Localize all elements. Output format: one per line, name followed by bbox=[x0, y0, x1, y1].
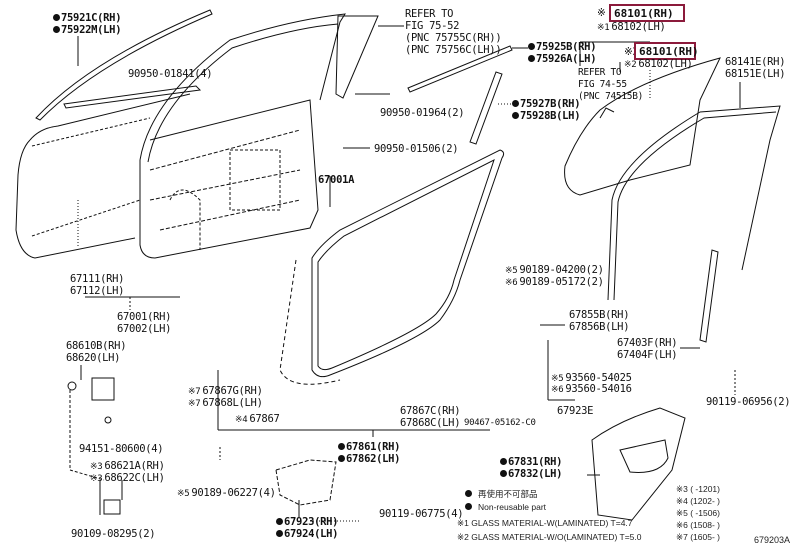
label-67861[interactable]: 67861(RH) bbox=[338, 441, 401, 453]
label-90109-08295[interactable]: 90109-08295(2) bbox=[71, 528, 156, 540]
inner-door-frame-part bbox=[139, 13, 346, 259]
legend-date-6: ※6 (1508- ) bbox=[676, 520, 720, 530]
refer-fig-74-55[interactable]: REFER TO FIG 74-55 (PNC 74515B) bbox=[578, 67, 644, 102]
label-67001A[interactable]: 67001A bbox=[318, 174, 355, 186]
nonreusable-dot-icon bbox=[338, 443, 345, 450]
legend-note-2: ※2 GLASS MATERIAL-W/O(LAMINATED) T=5.0 bbox=[457, 532, 642, 542]
belt-moulding-part bbox=[407, 45, 513, 93]
legend-nonreusable-en: Non-reusable part bbox=[465, 502, 546, 513]
label-90950-01964[interactable]: 90950-01964(2) bbox=[380, 107, 465, 119]
label-90119-06775[interactable]: 90119-06775(4) bbox=[379, 508, 464, 520]
label-67862[interactable]: 67862(LH) bbox=[338, 453, 401, 465]
outer-door-panel-part bbox=[15, 85, 202, 259]
label-94151-80600[interactable]: 94151-80600(4) bbox=[79, 443, 164, 455]
nonreusable-dot-icon bbox=[53, 14, 60, 21]
label-75928B[interactable]: 75928B(LH) bbox=[512, 110, 581, 122]
label-75922M[interactable]: 75922M(LH) bbox=[53, 24, 122, 36]
legend-date-4: ※4 (1202- ) bbox=[676, 496, 720, 506]
leader-lines bbox=[77, 41, 736, 522]
label-90950-01506[interactable]: 90950-01506(2) bbox=[374, 143, 459, 155]
glass-rh-mark: ※ bbox=[597, 7, 606, 19]
diagram-code: 679203A bbox=[754, 535, 791, 545]
label-68151E[interactable]: 68151E(LH) bbox=[725, 68, 786, 80]
label-67403F[interactable]: 67403F(RH) bbox=[617, 337, 678, 349]
label-68620[interactable]: 68620(LH) bbox=[66, 352, 121, 364]
label-75926A[interactable]: 75926A(LH) bbox=[528, 53, 597, 65]
rear-moulding-part bbox=[469, 71, 503, 145]
label-90467-05162[interactable]: 90467-05162-C0 bbox=[464, 418, 536, 428]
nonreusable-dot-icon bbox=[338, 455, 345, 462]
nonreusable-dot-icon bbox=[528, 55, 535, 62]
hinge-part bbox=[67, 377, 121, 515]
nonreusable-dot-icon bbox=[276, 518, 283, 525]
label-67002[interactable]: 67002(LH) bbox=[117, 323, 172, 335]
label-67923E[interactable]: 67923E bbox=[557, 405, 594, 417]
label-67112[interactable]: 67112(LH) bbox=[70, 285, 125, 297]
legend-date-5: ※5 ( -1506) bbox=[676, 508, 720, 518]
label-67001[interactable]: 67001(RH) bbox=[117, 311, 172, 323]
door-glass-part bbox=[564, 57, 721, 196]
rear-cover-part bbox=[591, 407, 686, 521]
legend-nonreusable-jp: 再使用不可部品 bbox=[465, 489, 538, 500]
label-67404F[interactable]: 67404F(LH) bbox=[617, 349, 678, 361]
label-68610B[interactable]: 68610B(RH) bbox=[66, 340, 127, 352]
label-67924[interactable]: 67924(LH) bbox=[276, 528, 339, 540]
legend-date-7: ※7 (1605- ) bbox=[676, 532, 720, 542]
label-68141E[interactable]: 68141E(RH) bbox=[725, 56, 786, 68]
run-channel-part bbox=[607, 82, 781, 301]
service-hole-cover-part bbox=[275, 459, 337, 517]
nonreusable-dot-icon bbox=[512, 100, 519, 107]
nonreusable-dot-icon bbox=[276, 530, 283, 537]
nonreusable-dot-icon bbox=[500, 458, 507, 465]
rear-guide-part bbox=[699, 249, 719, 343]
label-90950-01841[interactable]: 90950-01841(4) bbox=[128, 68, 213, 80]
label-67867C[interactable]: 67867C(RH) bbox=[400, 405, 461, 417]
nonreusable-dot-icon bbox=[465, 490, 472, 497]
label-75927B[interactable]: 75927B(RH) bbox=[512, 98, 581, 110]
refer-fig-75-52[interactable]: REFER TO FIG 75-52 (PNC 75755C(RH)) (PNC… bbox=[405, 8, 502, 56]
legend-date-3: ※3 ( -1201) bbox=[676, 484, 720, 494]
nonreusable-dot-icon bbox=[53, 26, 60, 33]
weatherstrip-part bbox=[279, 149, 505, 385]
nonreusable-dot-icon bbox=[500, 470, 507, 477]
highlighted-part-68101-second[interactable]: 68101(RH) bbox=[634, 42, 699, 60]
label-67832[interactable]: 67832(LH) bbox=[500, 468, 563, 480]
highlighted-part-68101-top[interactable]: 68101(RH) bbox=[609, 4, 685, 22]
nonreusable-dot-icon bbox=[528, 43, 535, 50]
label-67831[interactable]: 67831(RH) bbox=[500, 456, 563, 468]
nonreusable-dot-icon bbox=[465, 503, 472, 510]
label-90119-06956[interactable]: 90119-06956(2) bbox=[706, 396, 791, 408]
label-75921C[interactable]: 75921C(RH) bbox=[53, 12, 122, 24]
label-67855B[interactable]: 67855B(RH) bbox=[569, 309, 630, 321]
nonreusable-dot-icon bbox=[512, 112, 519, 119]
windshield-moulding-part bbox=[35, 9, 213, 121]
legend-note-1: ※1 GLASS MATERIAL-W(LAMINATED) T=4.7 bbox=[457, 518, 633, 528]
label-67856B[interactable]: 67856B(LH) bbox=[569, 321, 630, 333]
label-75925B[interactable]: 75925B(RH) bbox=[528, 41, 597, 53]
label-67868C[interactable]: 67868C(LH) bbox=[400, 417, 461, 429]
label-67923[interactable]: 67923(RH) bbox=[276, 516, 339, 528]
pillar-garnish-part bbox=[335, 15, 379, 99]
label-67111[interactable]: 67111(RH) bbox=[70, 273, 125, 285]
